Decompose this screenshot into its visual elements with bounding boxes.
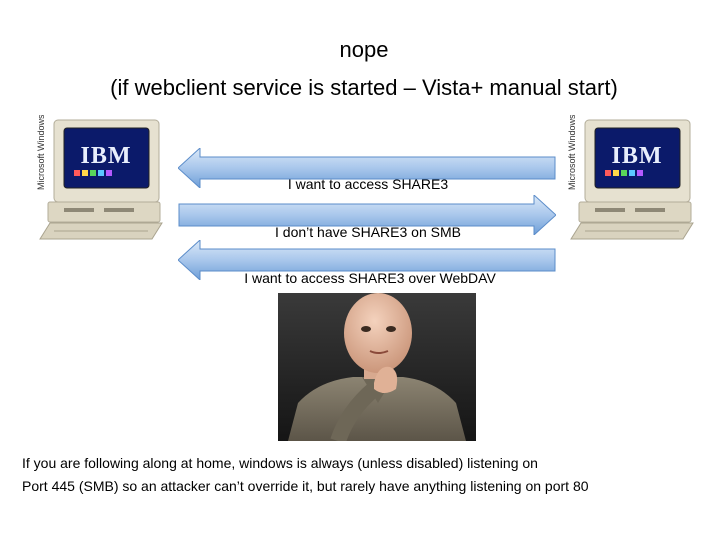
windows-side-label: Microsoft Windows (36, 115, 46, 190)
computer-left: Microsoft Windows IBM (34, 115, 164, 240)
svg-text:Microsoft Windows: Microsoft Windows (36, 115, 46, 190)
footnote-line: Port 445 (SMB) so an attacker can’t over… (22, 478, 722, 494)
windows-side-label: Microsoft Windows (567, 115, 577, 190)
svg-text:Microsoft Windows: Microsoft Windows (567, 115, 577, 190)
ibm-logo: IBM (81, 143, 132, 169)
villain-photo (278, 293, 476, 441)
footnote-line: If you are following along at home, wind… (22, 455, 722, 471)
computer-right: Microsoft Windows IBM (565, 115, 695, 240)
slide-title: nope (0, 35, 728, 65)
message-label: I don’t have SHARE3 on SMB (178, 224, 558, 240)
slide-subtitle: (if webclient service is started – Vista… (0, 73, 728, 103)
message-label: I want to access SHARE3 over WebDAV (200, 270, 540, 286)
computer-icon: Microsoft Windows IBM (34, 115, 164, 240)
computer-icon: Microsoft Windows IBM (565, 115, 695, 240)
message-label: I want to access SHARE3 (178, 176, 558, 192)
ibm-logo: IBM (612, 143, 663, 169)
